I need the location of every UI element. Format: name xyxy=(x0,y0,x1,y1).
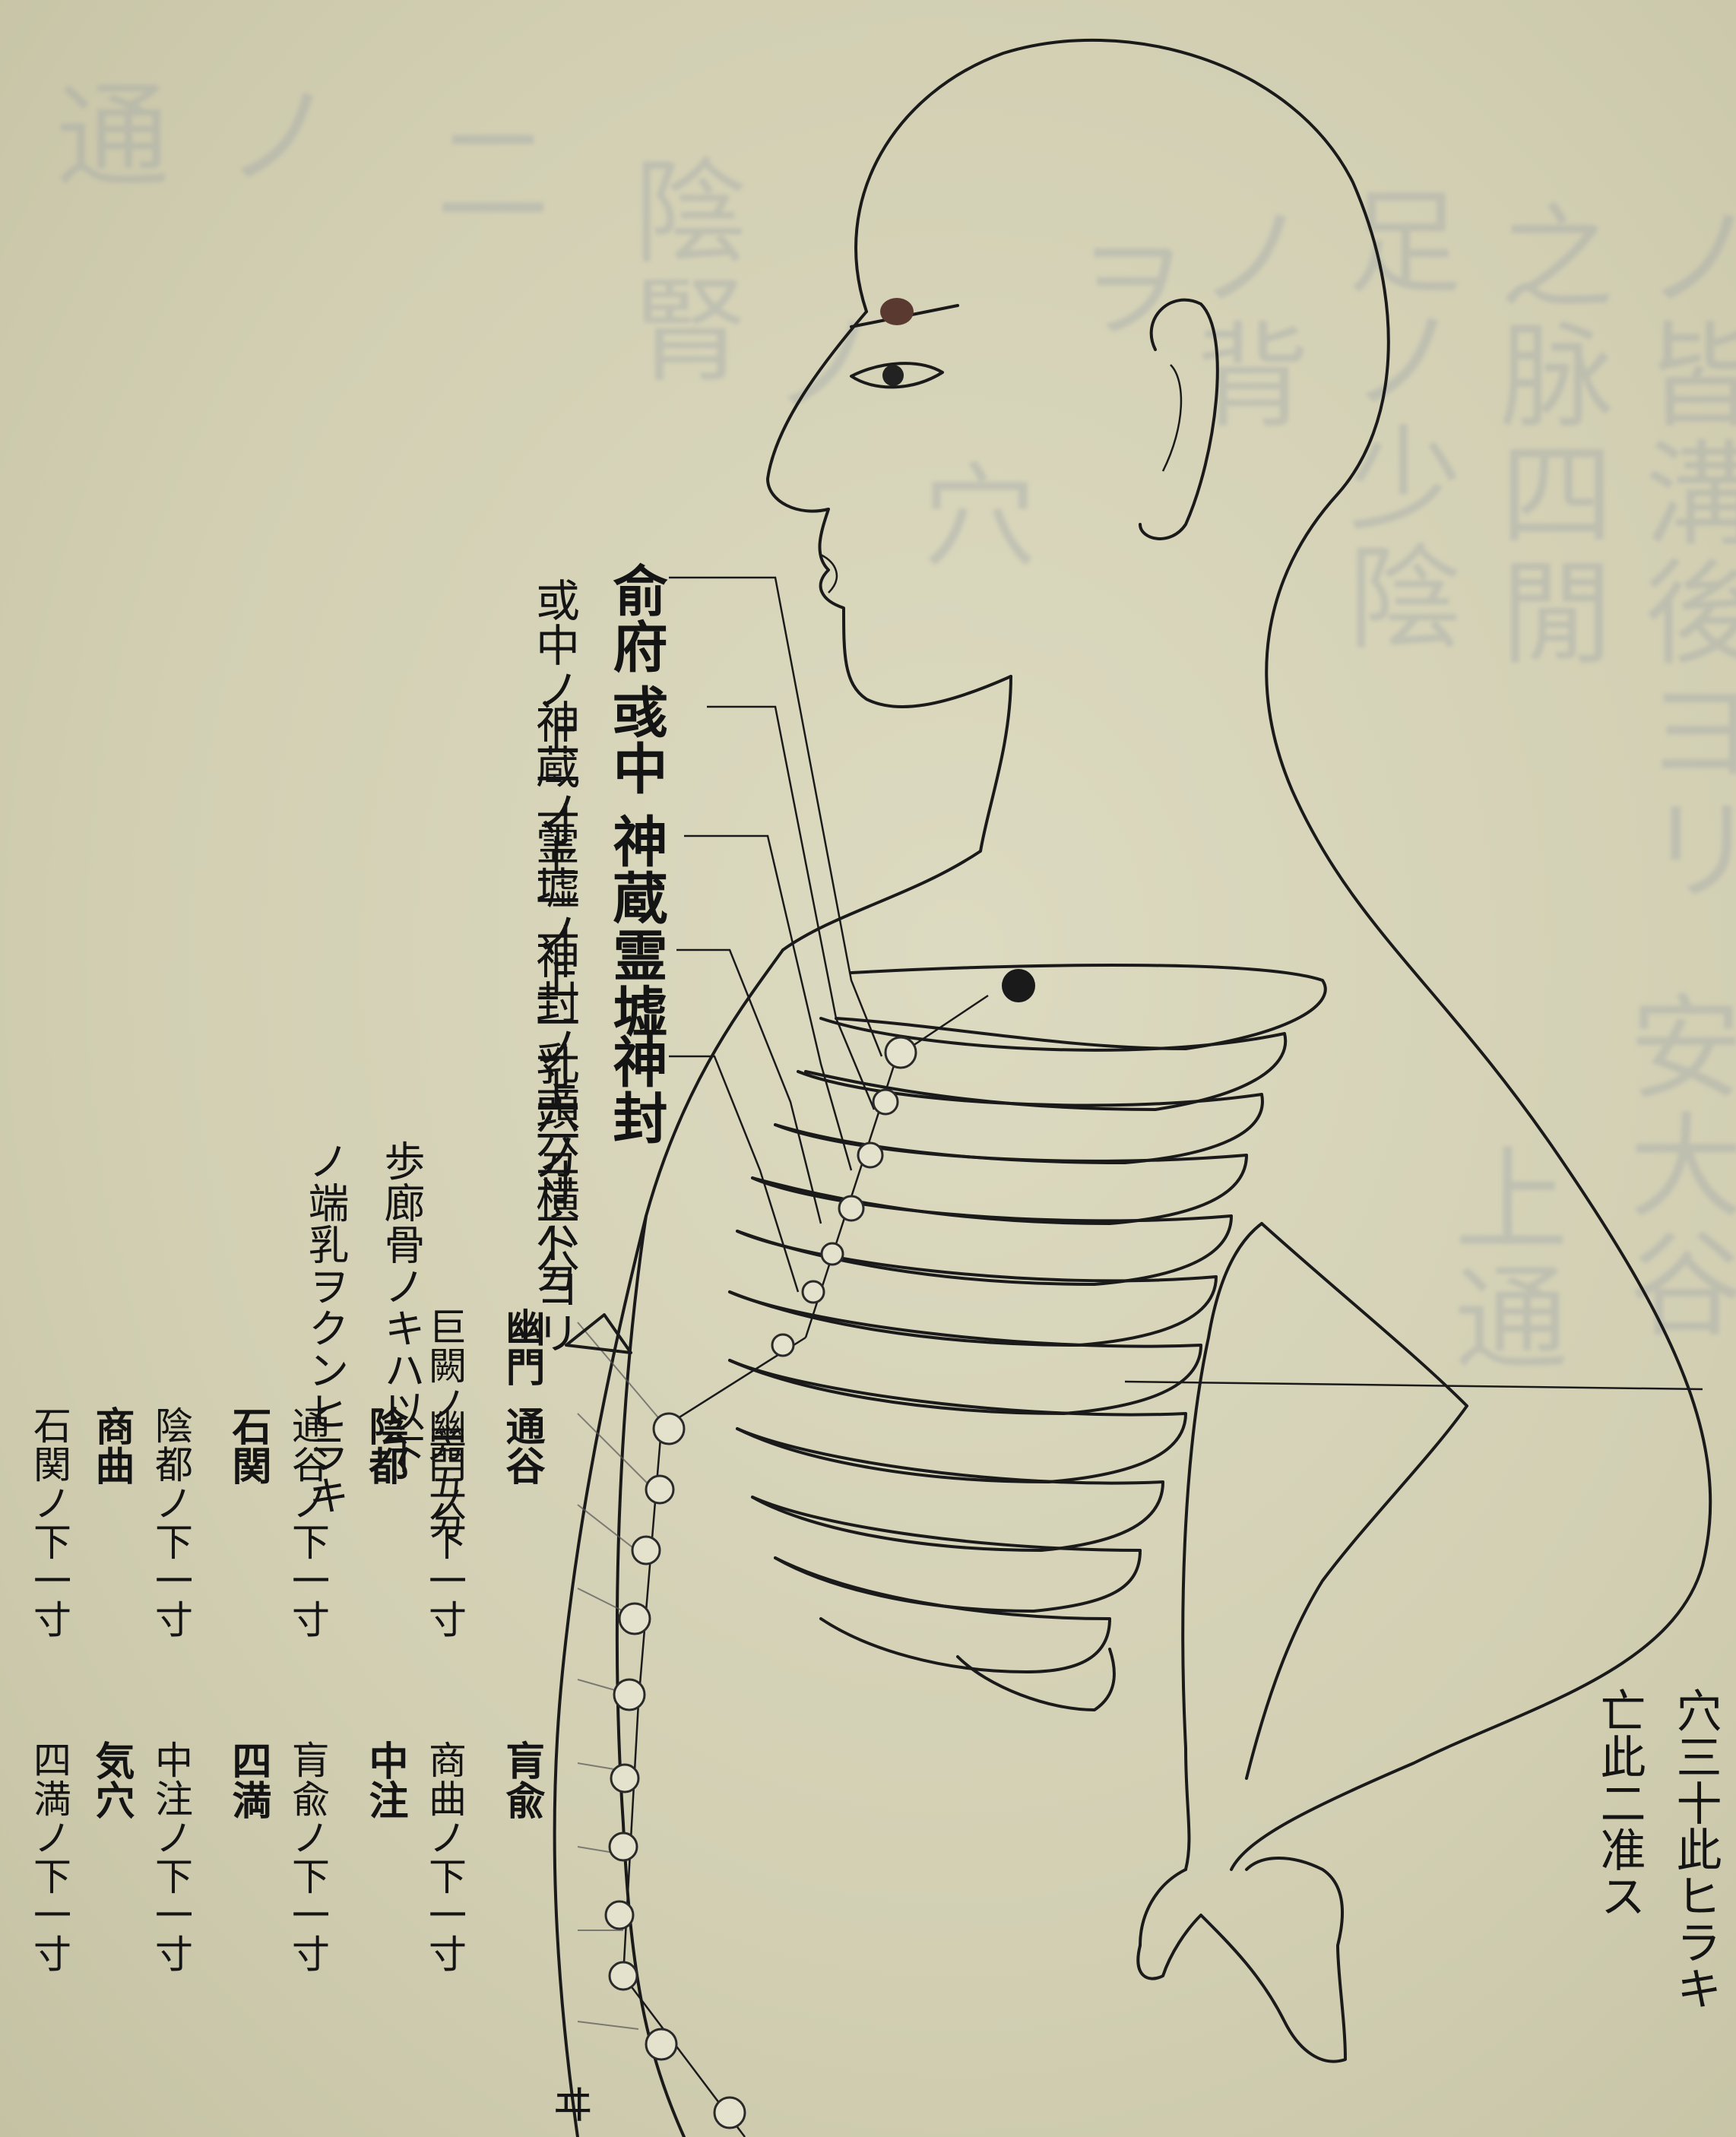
right-note-1: 穴三十此ヒラキ xyxy=(1672,1687,1718,2012)
abdomen-line xyxy=(617,1216,684,2137)
label-zhongzhu: 中注 xyxy=(365,1740,404,1819)
note-yindu: 通谷ノ下一寸 xyxy=(289,1406,327,1638)
label-lingxu: 霊墟 xyxy=(608,927,663,1040)
front-torso-line xyxy=(555,950,783,2137)
label-yuzhong: 彧中 xyxy=(608,684,663,796)
bottom-mark: ヰ xyxy=(547,2082,590,2126)
note-shangqu: 石関ノ下一寸 xyxy=(30,1406,68,1638)
label-shenfeng: 神封 xyxy=(608,1034,663,1146)
arm-elbow xyxy=(1247,1224,1467,1778)
body-outline xyxy=(856,40,1710,1869)
note-shiguan: 陰都ノ下一寸 xyxy=(152,1406,190,1638)
ribcage xyxy=(730,965,1326,1710)
arm-upper xyxy=(1183,1224,1262,1869)
note-siman: 中注ノ下一寸 xyxy=(152,1740,190,1973)
eyebrow-stain xyxy=(880,298,914,325)
label-shencang: 神蔵 xyxy=(608,813,663,926)
label-tonggu: 通谷 xyxy=(502,1406,541,1485)
chin-neck xyxy=(783,676,1011,950)
hand xyxy=(1138,1858,1345,2062)
label-qixue: 気穴 xyxy=(91,1740,131,1819)
eye-pupil xyxy=(882,365,904,386)
note-qixue: 四満ノ下一寸 xyxy=(30,1740,68,1973)
ear-inner xyxy=(1163,365,1181,471)
note-huangshu: 商曲ノ下一寸 xyxy=(426,1740,464,1973)
label-shangqu: 商曲 xyxy=(91,1406,131,1485)
label-youmen: 幽門 xyxy=(502,1307,541,1386)
note-tonggu: 幽門ノ下一寸 xyxy=(426,1406,464,1638)
reference-line xyxy=(1125,1382,1703,1389)
label-yufu: 俞府 xyxy=(608,562,663,675)
label-huangshu: 肓兪 xyxy=(502,1740,541,1819)
nipple-marker xyxy=(1002,969,1035,1002)
note-zhongzhu: 肓兪ノ下一寸 xyxy=(289,1740,327,1973)
label-shiguan: 石関 xyxy=(228,1406,268,1485)
label-yindu: 陰都 xyxy=(365,1406,404,1485)
label-siman: 四満 xyxy=(228,1740,268,1819)
right-note-2: 亡此二准ス xyxy=(1596,1687,1642,1919)
